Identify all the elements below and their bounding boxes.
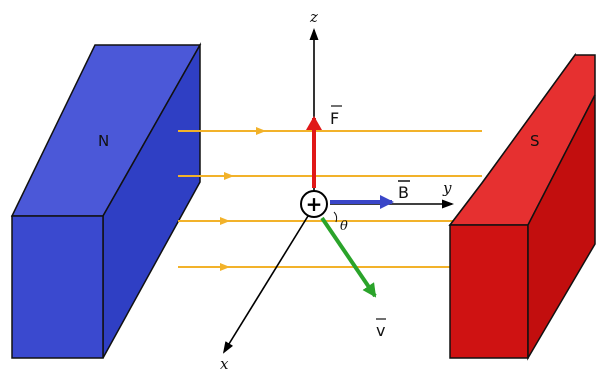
velocity-label: v bbox=[376, 321, 385, 340]
charge-circle bbox=[300, 190, 328, 218]
field-lines bbox=[178, 127, 486, 271]
south-pole-label: S bbox=[530, 132, 540, 150]
angle-arc bbox=[333, 211, 338, 223]
field-vector: B bbox=[330, 180, 410, 209]
south-magnet: S bbox=[448, 52, 596, 361]
angle-marker: θ bbox=[333, 211, 348, 234]
positive-charge: + bbox=[300, 190, 328, 218]
velocity-vector: v bbox=[320, 216, 386, 340]
force-label: F bbox=[330, 109, 339, 128]
velocity-arrow bbox=[320, 216, 377, 298]
angle-label: θ bbox=[340, 219, 348, 234]
x-axis bbox=[222, 215, 309, 354]
coordinate-axes: z y x bbox=[220, 8, 454, 373]
y-axis-label: y bbox=[442, 179, 452, 197]
north-magnet: N bbox=[10, 42, 202, 359]
z-axis-label: z bbox=[309, 8, 318, 26]
north-pole-label: N bbox=[98, 132, 109, 150]
force-vector: F bbox=[306, 105, 342, 188]
field-label: B bbox=[398, 183, 409, 202]
south-magnet-right-face bbox=[527, 94, 596, 361]
x-axis-label: x bbox=[220, 355, 229, 373]
north-magnet-front-face bbox=[11, 215, 104, 359]
charge-symbol: + bbox=[306, 192, 323, 216]
south-magnet-front-face bbox=[449, 224, 529, 359]
